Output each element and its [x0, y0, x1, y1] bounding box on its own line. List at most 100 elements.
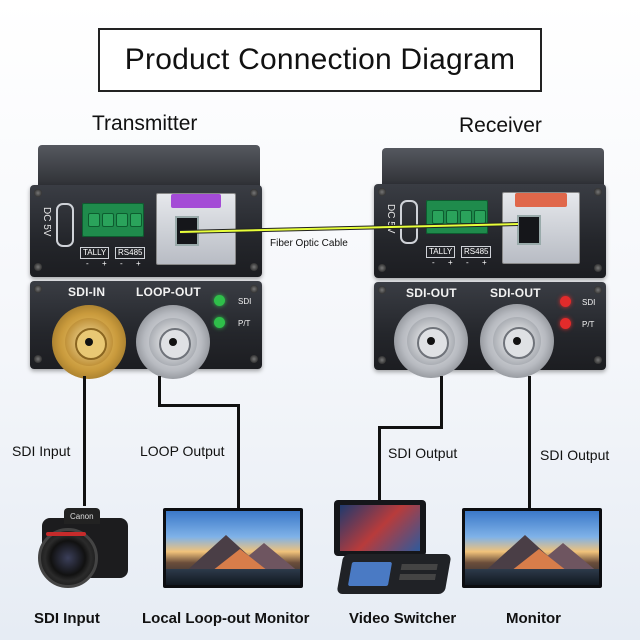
ground	[166, 569, 300, 585]
lens-ring	[46, 532, 86, 536]
cable-sdi-input	[83, 376, 86, 506]
mountain	[511, 549, 567, 571]
camera-lens	[38, 528, 98, 588]
screw-icon	[594, 356, 602, 364]
switcher-screen-frame	[334, 500, 426, 556]
tally-label: TALLY	[426, 246, 456, 258]
dc-power-port[interactable]	[400, 200, 418, 244]
sdi-out-bnc-connector[interactable]	[480, 304, 554, 378]
bnc-pin	[169, 338, 177, 346]
screw-icon	[378, 188, 386, 196]
terminal-pin	[88, 213, 100, 227]
switcher-touchpad	[347, 562, 393, 586]
sdi-in-label: SDI-IN	[68, 285, 106, 299]
cable-loop-output	[158, 404, 240, 407]
cable-label: SDI Output	[540, 447, 610, 463]
sdi-led	[560, 296, 571, 307]
cable-loop-output	[237, 404, 240, 508]
pt-led-label: P/T	[238, 319, 251, 328]
sdi-led-label: SDI	[238, 297, 252, 306]
receiver-rear-panel: DC 5V TALLY RS485 - + - +	[374, 184, 606, 278]
screw-icon	[378, 286, 386, 294]
transmitter-top-face	[38, 145, 260, 189]
camera-prism	[64, 508, 100, 524]
sfp-latch[interactable]	[515, 193, 567, 207]
bnc-inner	[75, 328, 107, 360]
screw-icon	[594, 188, 602, 196]
cable-label: LOOP Output	[140, 443, 225, 459]
sdi-out-bnc-connector[interactable]	[394, 304, 468, 378]
camera-icon: Canon	[36, 508, 132, 588]
transmitter-heading: Transmitter	[92, 112, 198, 135]
switcher-base	[336, 554, 452, 594]
sfp-module[interactable]	[156, 193, 236, 265]
cable-label: SDI Output	[388, 445, 458, 461]
screw-icon	[34, 189, 42, 197]
terminal-block[interactable]	[82, 203, 144, 237]
cable-sdi-output-1	[378, 426, 381, 506]
screw-icon	[250, 263, 258, 271]
sfp-module[interactable]	[502, 192, 580, 264]
monitor-screen	[166, 511, 300, 585]
pin-mark: +	[482, 258, 487, 267]
screw-icon	[34, 285, 42, 293]
terminal-pin	[432, 210, 444, 224]
receiver-device: DC 5V TALLY RS485 - + - + SDI-O	[374, 148, 609, 378]
screw-icon	[250, 189, 258, 197]
sdi-out-label: SDI-OUT	[490, 286, 541, 300]
rs485-label: RS485	[461, 246, 492, 258]
monitor-icon	[462, 508, 602, 588]
pin-mark: -	[432, 258, 435, 267]
receiver-heading: Receiver	[459, 114, 542, 137]
cable-sdi-output-2	[528, 376, 531, 508]
bnc-inner	[503, 327, 535, 359]
cable-sdi-output-1	[440, 376, 443, 428]
device-label: Video Switcher	[349, 610, 457, 627]
video-switcher-icon	[334, 500, 452, 596]
screw-icon	[378, 356, 386, 364]
pin-mark: +	[102, 259, 107, 268]
pt-led	[560, 318, 571, 329]
monitor-screen	[465, 511, 599, 585]
sfp-latch[interactable]	[171, 194, 221, 208]
pin-mark: +	[448, 258, 453, 267]
terminal-pin	[130, 213, 142, 227]
bnc-pin	[427, 337, 435, 345]
sdi-led	[214, 295, 225, 306]
screw-icon	[34, 263, 42, 271]
screw-icon	[378, 264, 386, 272]
screw-icon	[594, 286, 602, 294]
device-label: Monitor	[506, 610, 561, 627]
switcher-screen	[340, 505, 420, 551]
terminal-block[interactable]	[426, 200, 488, 234]
loop-out-bnc-connector[interactable]	[136, 305, 210, 379]
terminal-pin	[102, 213, 114, 227]
sdi-in-bnc-connector[interactable]	[52, 305, 126, 379]
bnc-pin	[85, 338, 93, 346]
terminal-pin	[116, 213, 128, 227]
screw-icon	[34, 355, 42, 363]
camera-brand: Canon	[70, 512, 94, 521]
screw-icon	[250, 285, 258, 293]
switcher-buttons	[400, 564, 438, 570]
dc-power-port[interactable]	[56, 203, 74, 247]
pt-led-label: P/T	[582, 320, 595, 329]
pin-mark: +	[136, 259, 141, 268]
cable-loop-output	[158, 376, 161, 406]
fiber-port[interactable]	[517, 215, 541, 245]
sdi-out-label: SDI-OUT	[406, 286, 457, 300]
page-title: Product Connection Diagram	[98, 28, 542, 92]
mountain	[212, 549, 268, 571]
pin-mark: -	[120, 259, 123, 268]
tally-label: TALLY	[80, 247, 110, 259]
pin-mark: -	[86, 259, 89, 268]
bnc-pin	[513, 337, 521, 345]
rs485-label: RS485	[115, 247, 146, 259]
terminal-pin	[446, 210, 458, 224]
device-label: SDI Input	[34, 610, 100, 627]
pin-mark: -	[466, 258, 469, 267]
screw-icon	[250, 355, 258, 363]
transmitter-device: DC 5V TALLY RS485 - + - +	[30, 145, 265, 379]
